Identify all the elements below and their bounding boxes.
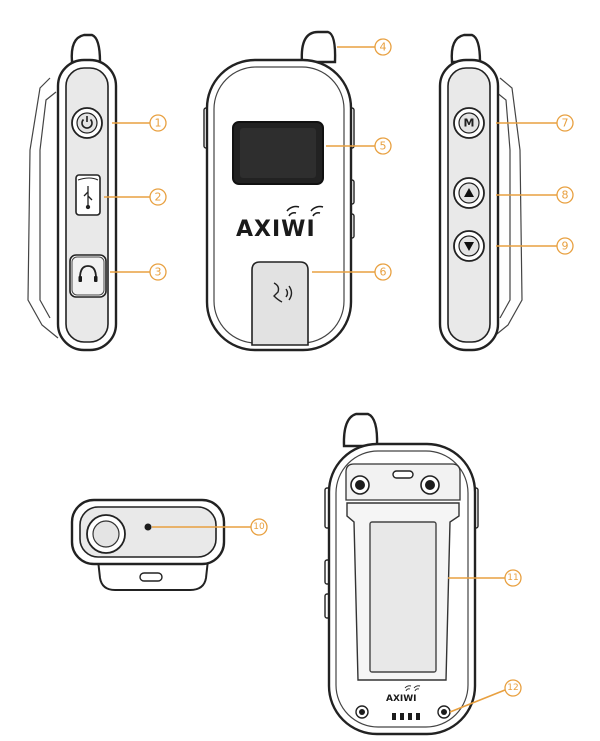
usb-port[interactable]	[75, 174, 101, 216]
microphone-hole	[144, 523, 152, 531]
power-button[interactable]	[71, 107, 103, 139]
volume-up-button[interactable]	[453, 177, 485, 209]
front-view: AXIWI	[203, 30, 355, 352]
headphone-icon	[79, 265, 97, 279]
callout-10: 10	[152, 518, 268, 536]
svg-text:10: 10	[253, 522, 265, 532]
right-side-view: M	[438, 33, 523, 352]
callout-4: 4	[337, 38, 392, 56]
voice-icon	[273, 282, 293, 303]
speaker-grille	[392, 713, 420, 720]
svg-text:4: 4	[380, 41, 387, 54]
svg-text:6: 6	[380, 266, 387, 279]
svg-text:M: M	[464, 117, 475, 130]
svg-text:12: 12	[507, 683, 518, 693]
callout-2: 2	[104, 188, 167, 206]
brand-logo: AXIWI	[236, 205, 324, 242]
svg-text:AXIWI: AXIWI	[236, 217, 316, 242]
antenna-top	[86, 514, 126, 554]
triangle-down-icon	[464, 242, 474, 251]
svg-text:2: 2	[155, 191, 162, 204]
belt-clip-left	[27, 77, 59, 339]
svg-text:1: 1	[155, 117, 162, 130]
volume-down-button[interactable]	[453, 230, 485, 262]
headphone-jack[interactable]	[69, 254, 107, 298]
svg-text:8: 8	[562, 189, 569, 202]
mode-button[interactable]: M	[453, 107, 485, 139]
callout-7: 7	[496, 114, 574, 132]
callout-11: 11	[448, 569, 522, 587]
svg-text:9: 9	[562, 240, 569, 253]
callout-3: 3	[110, 263, 167, 281]
clip-mount-top	[345, 463, 461, 501]
belt-clip-back	[346, 502, 460, 681]
callout-6: 6	[312, 263, 392, 281]
svg-text:3: 3	[155, 266, 162, 279]
svg-text:5: 5	[380, 140, 387, 153]
power-icon	[81, 118, 93, 129]
left-side-view	[27, 33, 118, 352]
svg-text:AXIWI: AXIWI	[386, 694, 417, 704]
callout-12: 12	[449, 679, 522, 713]
antenna-front	[300, 30, 337, 64]
svg-text:11: 11	[507, 573, 518, 583]
antenna-right	[450, 33, 482, 64]
svg-text:7: 7	[562, 117, 569, 130]
belt-clip-right	[491, 77, 523, 339]
usb-icon	[83, 186, 93, 210]
callout-1: 1	[112, 114, 167, 132]
callouts: 1 2 3 4 5 6 7	[104, 38, 574, 713]
antenna-back	[342, 412, 379, 448]
callout-8: 8	[496, 186, 574, 204]
triangle-up-icon	[464, 188, 474, 197]
antenna-left	[70, 33, 102, 64]
bottom-screws	[355, 705, 451, 719]
wifi-signal-icon	[286, 205, 324, 217]
callout-5: 5	[326, 137, 392, 155]
callout-9: 9	[496, 237, 574, 255]
belt-clip-left-inner	[39, 91, 57, 319]
brand-logo-back: AXIWI	[386, 685, 421, 704]
voice-button[interactable]	[251, 261, 309, 346]
oled-screen	[232, 121, 324, 185]
back-view: AXIWI	[324, 412, 479, 736]
top-view	[70, 498, 226, 591]
